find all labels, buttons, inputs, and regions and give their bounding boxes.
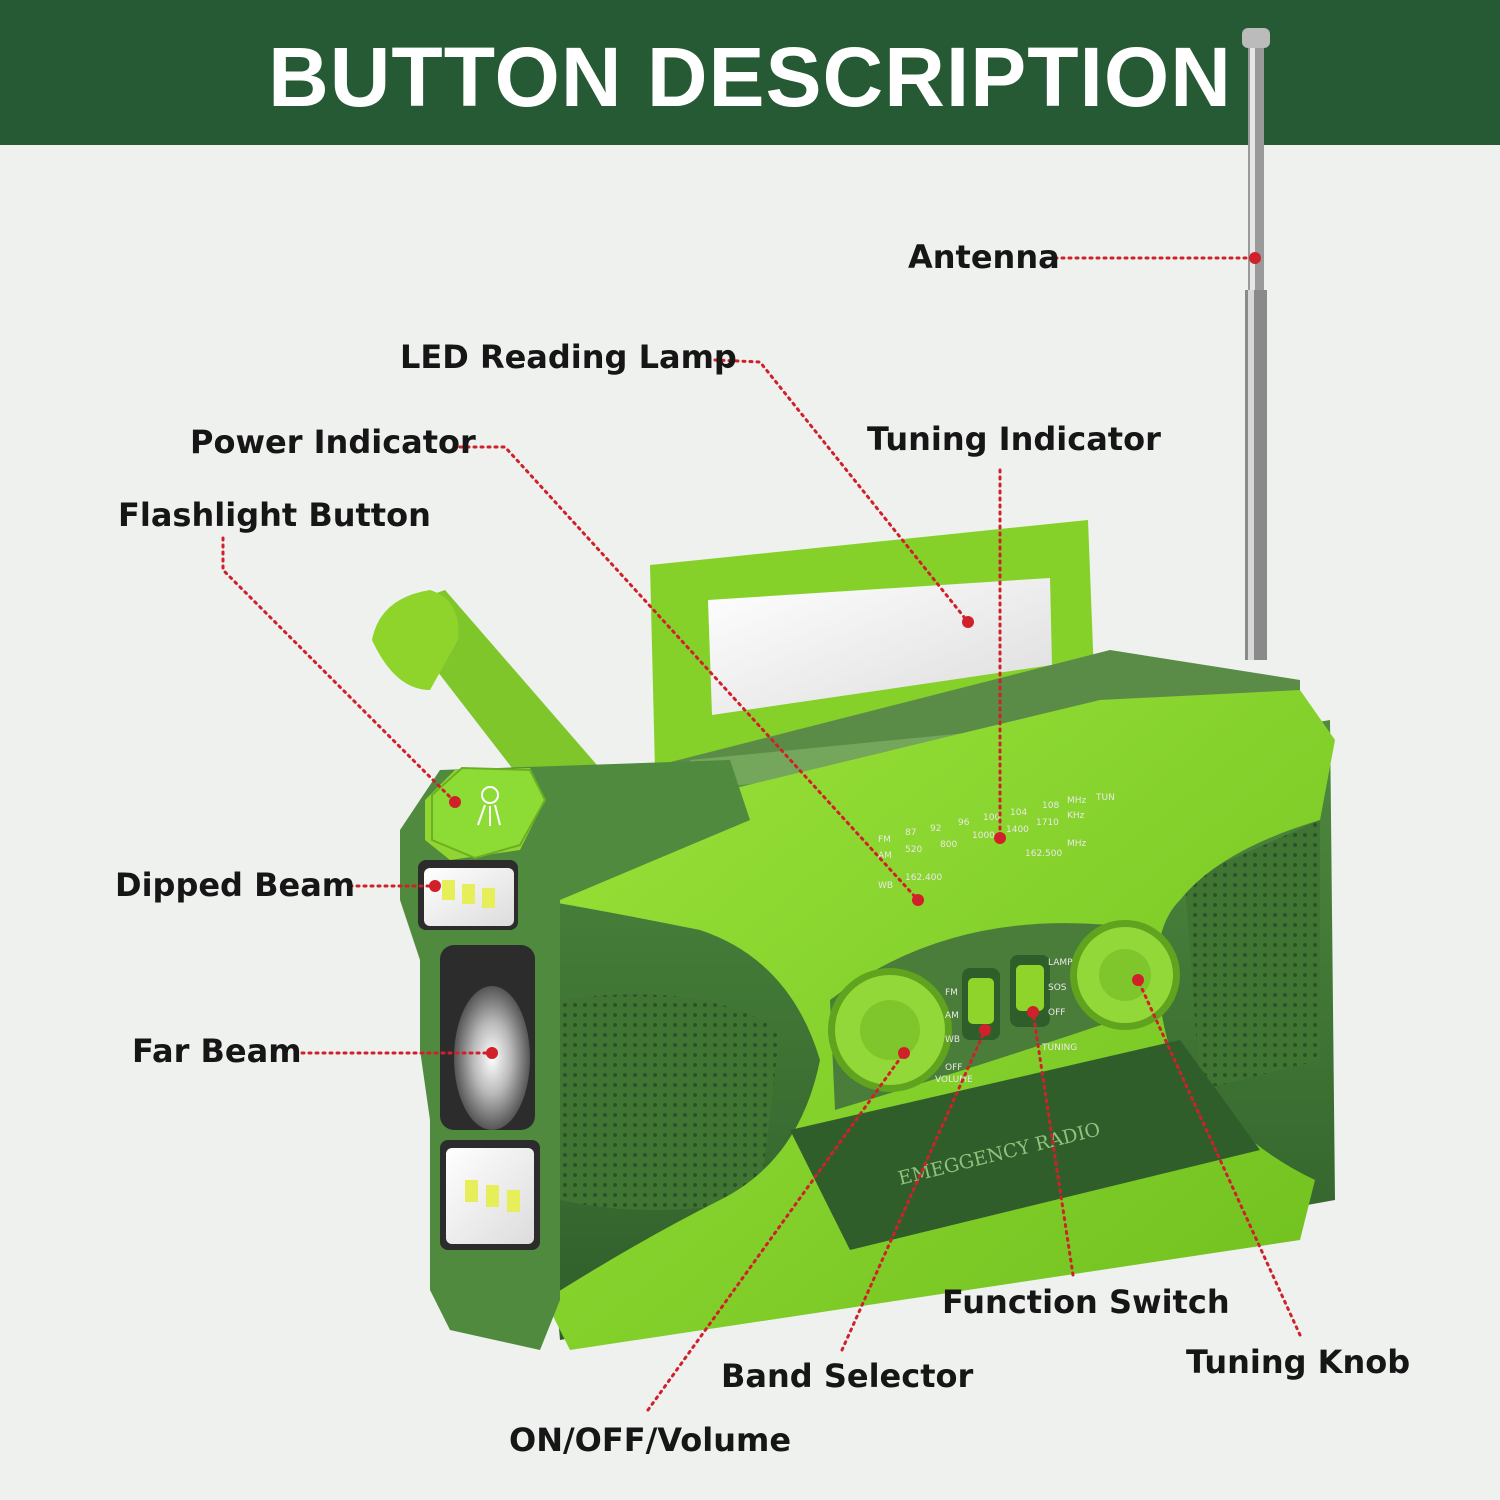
am-scale-3: 1000 xyxy=(972,831,995,841)
callout-tuning-indicator: Tuning Indicator xyxy=(867,420,1161,458)
am-scale-5: 1710 xyxy=(1036,818,1059,828)
flashlight-button[interactable] xyxy=(431,766,547,860)
dial-mhz-wb: MHz xyxy=(1067,839,1087,849)
callout-led-reading-lamp: LED Reading Lamp xyxy=(400,338,737,376)
band-sub-off: OFF xyxy=(945,1063,962,1073)
dial-scale-text: FM AM WB 87 92 96 100 104 108 520 800 10… xyxy=(878,793,1115,1085)
dial-fm-label: FM xyxy=(878,835,891,845)
callout-power-indicator: Power Indicator xyxy=(190,423,476,461)
callout-on-off-volume: ON/OFF/Volume xyxy=(509,1421,792,1459)
callout-dipped-beam: Dipped Beam xyxy=(115,866,356,904)
fm-scale-3: 96 xyxy=(958,818,970,828)
am-scale-2: 800 xyxy=(940,840,957,850)
am-scale-1: 520 xyxy=(905,845,922,855)
fm-scale-6: 108 xyxy=(1042,801,1059,811)
tuning-label: TUNING xyxy=(1041,1043,1077,1053)
callout-function-switch: Function Switch xyxy=(942,1283,1230,1321)
callout-antenna: Antenna xyxy=(908,238,1060,276)
function-label-sos: SOS xyxy=(1048,983,1067,993)
callout-flashlight-button: Flashlight Button xyxy=(118,496,431,534)
page-title: BUTTON DESCRIPTION xyxy=(268,30,1232,124)
band-label-fm: FM xyxy=(945,988,958,998)
volume-knob[interactable] xyxy=(828,968,952,1092)
function-label-off: OFF xyxy=(1048,1008,1065,1018)
dial-am-label: AM xyxy=(878,851,892,861)
band-sub-volume: VOLUME xyxy=(935,1075,973,1085)
light-end-cap xyxy=(400,760,750,1350)
fm-scale-2: 92 xyxy=(930,824,941,834)
function-label-lamp: LAMP xyxy=(1048,958,1073,968)
function-switch[interactable] xyxy=(1010,955,1050,1027)
led-reading-lamp-panel xyxy=(708,578,1052,715)
band-label-am: AM xyxy=(945,1011,959,1021)
antenna xyxy=(1242,28,1270,660)
dial-tun: TUN xyxy=(1095,793,1115,803)
fm-scale-5: 104 xyxy=(1010,808,1027,818)
fm-scale-4: 100 xyxy=(983,813,1000,823)
dial-wb-label: WB xyxy=(878,881,893,891)
wb-start: 162.400 xyxy=(905,873,942,883)
flashlight-icon xyxy=(477,786,501,826)
dial-khz: KHz xyxy=(1067,811,1085,821)
callout-band-selector: Band Selector xyxy=(721,1357,974,1395)
wb-end: 162.500 xyxy=(1025,849,1062,859)
band-selector-switch[interactable] xyxy=(962,968,1000,1040)
leader-lines xyxy=(221,252,1302,1412)
fm-scale-1: 87 xyxy=(905,828,916,838)
callout-tuning-knob: Tuning Knob xyxy=(1186,1343,1411,1381)
left-speaker-grille xyxy=(560,994,780,1210)
callout-far-beam: Far Beam xyxy=(132,1032,302,1070)
tuning-knob[interactable] xyxy=(1070,920,1180,1030)
right-speaker-grille xyxy=(1185,820,1320,1090)
dial-mhz-fm: MHz xyxy=(1067,796,1087,806)
band-label-wb: WB xyxy=(945,1035,960,1045)
am-scale-4: 1400 xyxy=(1006,825,1029,835)
